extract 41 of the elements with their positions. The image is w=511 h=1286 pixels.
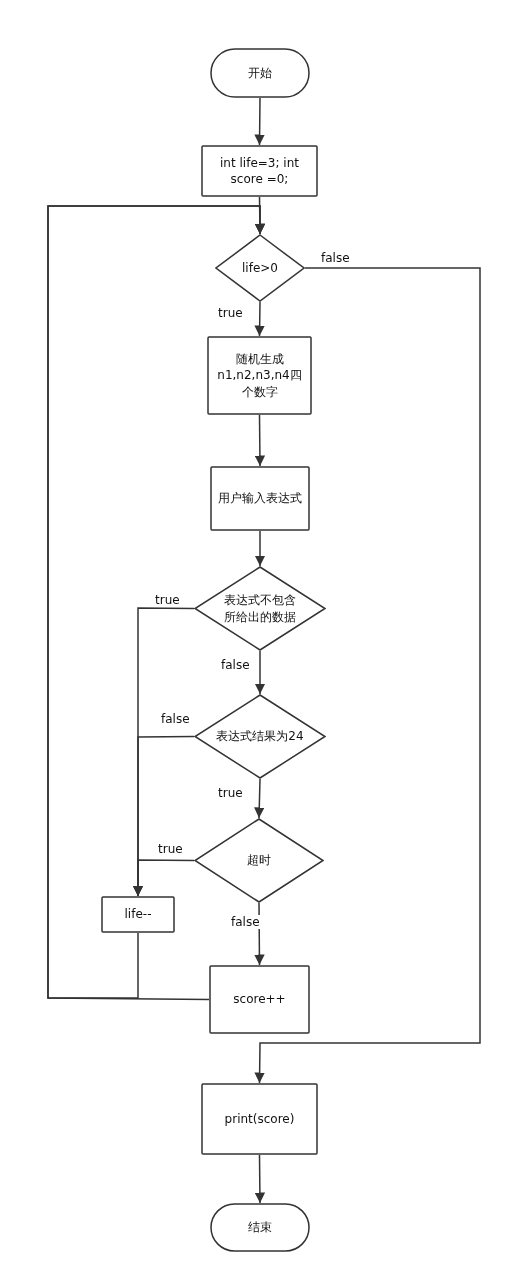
edge-label: false [320, 251, 351, 265]
node-text: int life=3; int score =0; [219, 154, 300, 188]
arrow [254, 778, 265, 819]
process-box [201, 145, 318, 197]
node-text: 超时 [247, 852, 271, 869]
process-box [201, 1083, 318, 1155]
node-text: 用户输入表达式 [218, 490, 302, 507]
node-text: 随机生成n1,n2,n3,n4四个数字 [216, 351, 303, 400]
node-text: 表达式不包含所给出的数据 [223, 592, 297, 625]
arrow [254, 267, 481, 1084]
arrow [254, 650, 266, 695]
node-text: 开始 [248, 64, 272, 82]
decision-diamond [194, 818, 324, 903]
process-box [101, 896, 175, 933]
node-text: score++ [233, 991, 286, 1008]
node-text: print(score) [224, 1110, 295, 1128]
edge-label: true [154, 593, 181, 607]
arrow [254, 301, 265, 337]
decision-diamond [194, 694, 326, 779]
decision-diamond [215, 234, 305, 302]
edge-label: false [160, 712, 191, 726]
node-text: life>0 [242, 259, 278, 277]
edge-label: true [217, 306, 244, 320]
process-box [209, 965, 310, 1034]
terminal-shape [210, 1203, 310, 1252]
arrow [254, 1154, 266, 1204]
edge-label: true [157, 842, 184, 856]
arrow [254, 530, 266, 567]
node-text: life-- [124, 906, 152, 923]
node-text: 表达式结果为24 [216, 728, 304, 745]
arrow [254, 414, 266, 467]
edge-label: true [217, 786, 244, 800]
arrow [132, 859, 195, 897]
node-text: 结束 [248, 1219, 272, 1236]
process-box [210, 466, 310, 531]
edge-label: false [230, 915, 261, 929]
terminal-shape [210, 48, 310, 98]
arrow [254, 97, 265, 146]
process-box [207, 336, 312, 415]
edge-label: false [220, 658, 251, 672]
decision-diamond [194, 566, 326, 651]
